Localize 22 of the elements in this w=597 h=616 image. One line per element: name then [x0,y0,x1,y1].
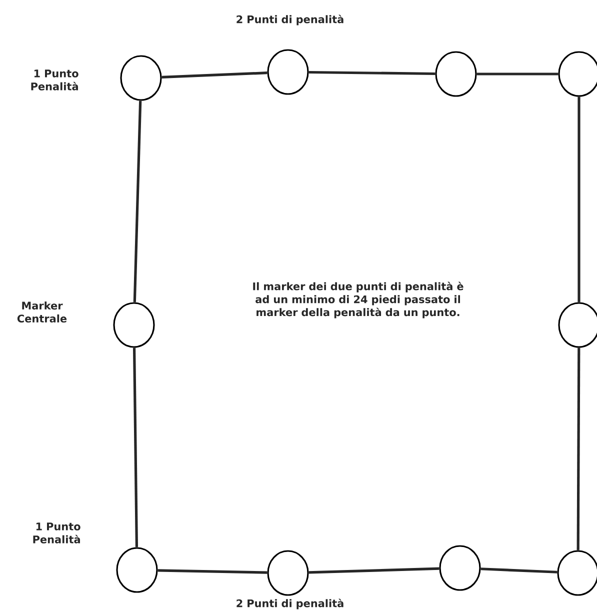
line [576,348,580,550]
marker-circle [113,302,155,348]
marker-circle [267,550,309,596]
marker-circle [120,55,162,101]
line [308,70,436,76]
marker-circle [439,545,481,591]
line [158,569,268,574]
line [133,100,142,302]
marker-circle [116,547,158,593]
marker-circle [267,49,309,95]
side-label: Marker Centrale [17,302,67,323]
note-text: Il marker dei due punti di penalità è ad un minimo di 24 piedi passato il marker della penalità da un punto. [253,282,464,318]
marker-circle [435,51,477,97]
line [132,348,138,548]
corner-label: 1 Punto Penalità [33,522,80,544]
line [578,96,580,302]
line [476,72,558,76]
line [480,568,558,574]
corner-label: 1 Punto Penalità [31,70,78,90]
line [308,567,440,574]
line [162,72,268,78]
field-label: 2 Punti di penalità [236,14,344,26]
